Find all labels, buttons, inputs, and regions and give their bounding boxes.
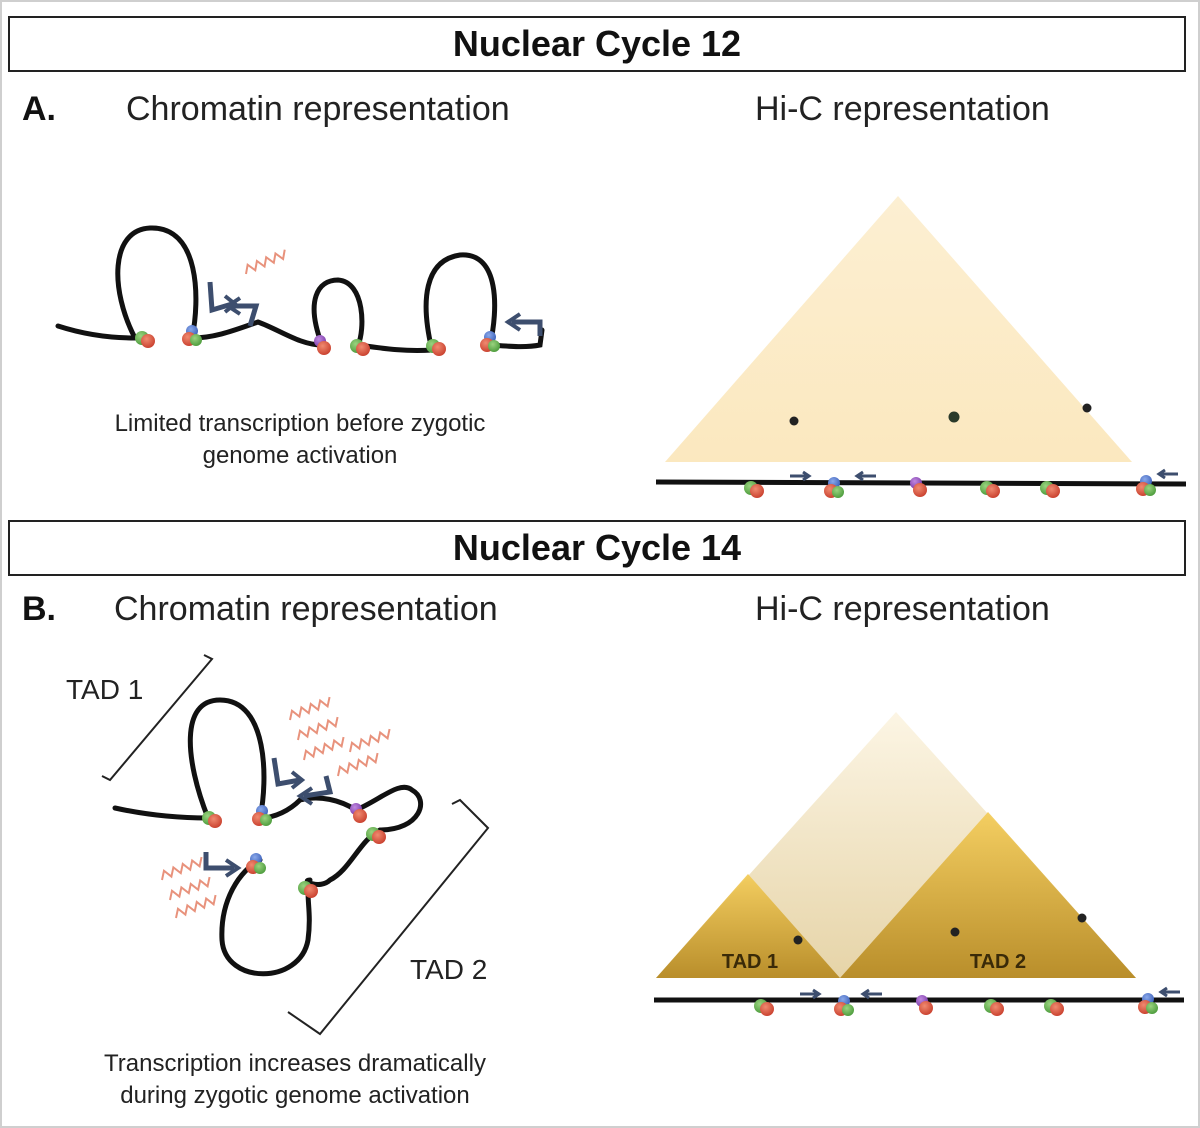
interaction-dot	[793, 935, 803, 945]
protein-cluster	[426, 339, 446, 356]
hic-arrow	[800, 988, 822, 1000]
tad1-bracket	[101, 654, 214, 782]
hic-arrow	[1158, 986, 1180, 998]
rna-wave-b	[172, 894, 220, 919]
hic-triangle-a	[665, 196, 1132, 462]
hic-tad2-label: TAD 2	[970, 951, 1026, 973]
hic-tad1-triangle	[656, 874, 840, 978]
tad2-bracket	[287, 798, 490, 1036]
hic-tad1-label: TAD 1	[722, 951, 778, 973]
promoter-arrow-a2	[224, 296, 260, 327]
interaction-dot	[789, 416, 799, 426]
rna-wave-b	[334, 752, 382, 777]
hic-heading-a: Hi-C representation	[755, 90, 1050, 128]
caption-a-line1: Limited transcription before zygotic	[114, 410, 486, 437]
promoter-arrow-a3	[504, 312, 543, 336]
protein-cluster	[252, 805, 272, 826]
rna-wave-b	[294, 716, 342, 741]
chromatin-heading-b: Chromatin representation	[114, 590, 498, 628]
promoter-arrow-b3	[203, 852, 242, 878]
rna-wave-a	[242, 248, 289, 275]
tad1-label: TAD 1	[66, 674, 144, 705]
caption-b: Transcription increases dramatically dur…	[60, 1048, 530, 1112]
section-title-nc12: Nuclear Cycle 12	[8, 16, 1186, 72]
caption-b-line2: during zygotic genome activation	[120, 1082, 470, 1109]
chromatin-fiber-a	[55, 225, 545, 354]
caption-b-line1: Transcription increases dramatically	[104, 1050, 486, 1077]
hic-arrow	[854, 470, 876, 482]
hic-arrow	[860, 988, 882, 1000]
interaction-dot	[950, 927, 960, 937]
chromatin-heading-a: Chromatin representation	[126, 90, 510, 128]
rna-wave-b	[346, 728, 394, 753]
protein-cluster	[314, 335, 331, 355]
interaction-dot	[948, 411, 960, 423]
protein-cluster	[1136, 475, 1156, 496]
section-title-nc14: Nuclear Cycle 14	[8, 520, 1186, 576]
tad2-label: TAD 2	[410, 954, 488, 985]
hic-arrow	[1156, 468, 1178, 480]
hic-heading-b: Hi-C representation	[755, 590, 1050, 628]
interaction-dot	[1082, 403, 1092, 413]
chromatin-fiber-b	[112, 697, 424, 977]
panel-letter-a: A.	[22, 90, 56, 128]
protein-cluster	[202, 811, 222, 828]
hic-arrow	[790, 470, 812, 482]
promoter-arrow-b2	[296, 775, 334, 806]
interaction-dot	[1077, 913, 1087, 923]
protein-cluster	[135, 331, 155, 348]
caption-a: Limited transcription before zygotic gen…	[80, 408, 520, 472]
rna-wave-b	[158, 856, 206, 881]
hic-tad2-triangle	[840, 812, 1136, 978]
protein-cluster	[910, 477, 927, 497]
caption-a-line2: genome activation	[202, 442, 398, 469]
protein-cluster	[480, 331, 500, 352]
rna-wave-b	[300, 736, 348, 761]
protein-cluster	[246, 853, 266, 874]
protein-cluster	[350, 339, 370, 356]
promoter-arrow-b1	[271, 757, 306, 790]
rna-wave-b	[166, 876, 214, 901]
rna-wave-b	[286, 696, 334, 721]
panel-letter-b: B.	[22, 590, 56, 628]
protein-cluster	[182, 325, 202, 346]
protein-cluster	[1138, 993, 1158, 1014]
